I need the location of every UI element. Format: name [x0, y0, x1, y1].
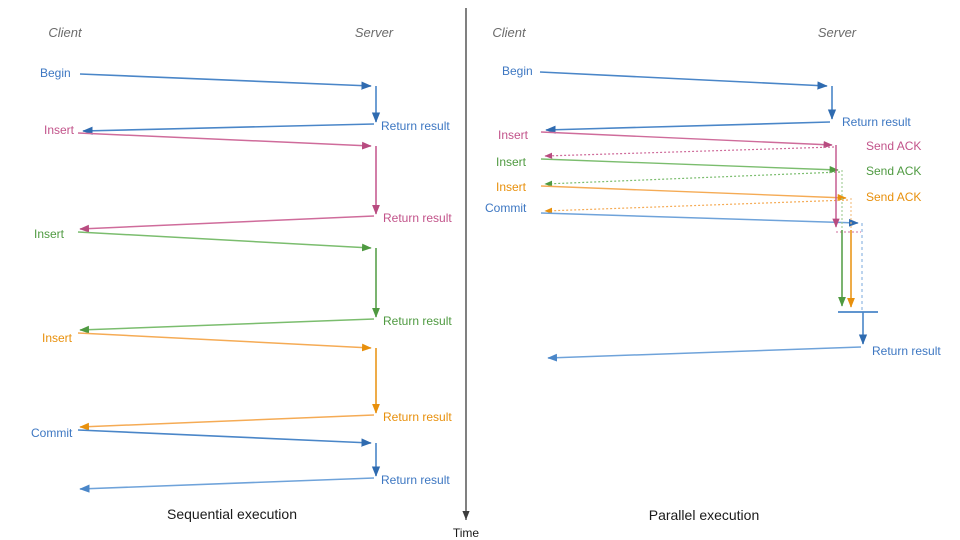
message-label-return-result-2: Return result [383, 211, 452, 225]
message-label-begin-parallel: Begin [502, 64, 533, 78]
message-return-result-3: Return result [79, 314, 452, 334]
message-return-result-parallel-2: Return result [547, 344, 941, 362]
message-arrow-return-result-parallel-1 [545, 121, 831, 134]
message-arrow-return-result-5 [79, 477, 375, 493]
actor-label-client: Client [48, 25, 83, 40]
message-arrow-insert-1 [77, 132, 372, 150]
message-label-return-result-parallel-1: Return result [842, 115, 911, 129]
message-arrow-commit-parallel [540, 212, 859, 227]
message-arrow-return-result-2 [79, 215, 375, 233]
message-insert-1: Insert [44, 123, 372, 150]
message-label-commit-parallel: Commit [485, 201, 527, 215]
message-insert-2: Insert [34, 227, 372, 252]
message-return-result-1: Return result [82, 119, 450, 135]
message-arrow-send-ack-3 [544, 199, 849, 214]
panel-caption-sequential: Sequential execution [167, 506, 297, 522]
message-label-insert-parallel-1: Insert [498, 128, 529, 142]
message-send-ack-1: Send ACK [544, 139, 921, 159]
message-label-return-result-parallel-2: Return result [872, 344, 941, 358]
message-return-result-parallel-1: Return result [545, 115, 911, 134]
message-label-begin: Begin [40, 66, 71, 80]
message-arrow-send-ack-1 [544, 146, 835, 159]
message-arrow-return-result-parallel-2 [547, 346, 862, 362]
message-return-result-4: Return result [79, 410, 452, 431]
message-arrow-return-result-4 [79, 414, 375, 431]
message-arrow-insert-parallel-2 [540, 158, 839, 174]
message-arrow-insert-parallel-3 [540, 185, 847, 202]
panel-sequential: Client Server Begin Return result Insert… [31, 25, 452, 522]
time-axis: Time [453, 8, 480, 540]
message-label-return-result-3: Return result [383, 314, 452, 328]
message-label-send-ack-2: Send ACK [866, 164, 921, 178]
time-axis-label: Time [453, 526, 480, 540]
panel-parallel: Client Server Begin Return result Insert… [485, 25, 941, 523]
message-label-insert-2: Insert [34, 227, 65, 241]
message-commit-parallel: Commit [485, 201, 859, 227]
message-return-result-5: Return result [79, 473, 450, 493]
message-label-send-ack-3: Send ACK [866, 190, 921, 204]
message-arrow-begin [79, 73, 372, 90]
message-arrow-commit [77, 429, 372, 447]
message-label-send-ack-1: Send ACK [866, 139, 921, 153]
message-arrow-insert-3 [77, 332, 372, 352]
message-send-ack-3: Send ACK [544, 190, 921, 214]
message-label-return-result-5: Return result [381, 473, 450, 487]
message-label-commit: Commit [31, 426, 73, 440]
actor-label-client-parallel: Client [492, 25, 527, 40]
message-insert-parallel-1: Insert [498, 128, 833, 149]
message-arrow-return-result-3 [79, 318, 375, 334]
actor-label-server: Server [355, 25, 394, 40]
message-arrow-return-result-1 [82, 123, 375, 135]
actor-label-server-parallel: Server [818, 25, 857, 40]
message-arrow-insert-2 [77, 231, 372, 252]
message-label-return-result-4: Return result [383, 410, 452, 424]
message-label-insert-1: Insert [44, 123, 75, 137]
message-arrow-send-ack-2 [544, 171, 841, 187]
message-label-insert-parallel-3: Insert [496, 180, 527, 194]
message-arrow-begin-parallel [539, 71, 828, 90]
message-insert-parallel-3: Insert [496, 180, 847, 202]
message-insert-parallel-2: Insert [496, 155, 839, 174]
message-begin: Begin [40, 66, 372, 90]
message-label-insert-parallel-2: Insert [496, 155, 527, 169]
message-insert-3: Insert [42, 331, 372, 352]
message-label-return-result-1: Return result [381, 119, 450, 133]
message-send-ack-2: Send ACK [544, 164, 921, 187]
message-commit: Commit [31, 426, 372, 447]
panel-caption-parallel: Parallel execution [649, 507, 760, 523]
message-arrow-insert-parallel-1 [540, 131, 833, 149]
message-label-insert-3: Insert [42, 331, 73, 345]
message-return-result-2: Return result [79, 211, 452, 233]
message-begin-parallel: Begin [502, 64, 828, 90]
